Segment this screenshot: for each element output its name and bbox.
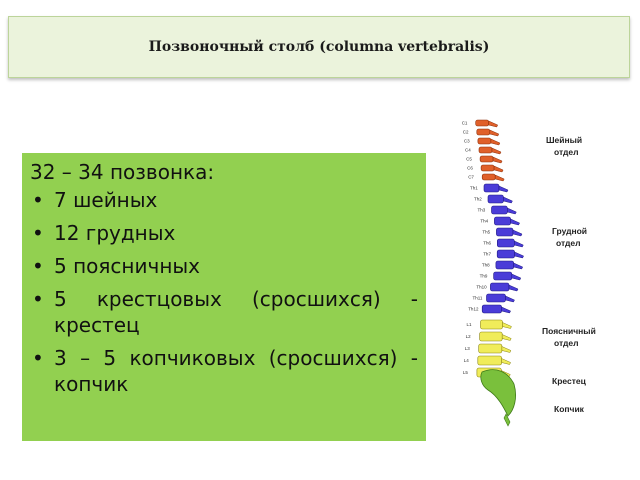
vertebra-body [487, 194, 504, 204]
vertebra-process [514, 240, 524, 248]
vertebra-body [491, 205, 508, 215]
vertebra-process [501, 334, 512, 341]
vertebra-number-label: L4 [464, 358, 470, 363]
vertebra-body [481, 304, 502, 314]
vertebrae-shapes [475, 119, 524, 378]
vertebra-number-label: Th4 [480, 219, 488, 224]
vertebra-body [476, 128, 491, 136]
vertebra-number-label: C1 [462, 121, 468, 126]
vertebra-body [479, 155, 494, 163]
vertebra-body [496, 227, 514, 237]
vertebra-process [514, 251, 524, 259]
vertebra-number-label: L1 [467, 322, 473, 327]
vertebra-process [505, 295, 515, 303]
list-item: 5 поясничных [30, 253, 418, 279]
vertebra-process [501, 358, 511, 365]
vertebra-body [483, 183, 500, 193]
vertebra-numbers: C1C2C3C4C5C6C7Th1Th2Th3Th4Th5Th6Th7Th8Th… [462, 121, 492, 376]
vertebra-body [478, 343, 503, 354]
vertebra-number-label: L5 [463, 370, 469, 375]
vertebra-number-label: Th6 [483, 241, 491, 246]
vertebra-process [490, 138, 501, 146]
label-cervical-2: отдел [554, 147, 579, 157]
label-cervical-1: Шейный [546, 135, 582, 145]
label-thoracic-1: Грудной [552, 226, 587, 236]
vertebra-number-label: Th2 [474, 197, 482, 202]
vertebra-number-label: Th10 [476, 285, 487, 290]
vertebra-body [477, 137, 492, 145]
vertebra-number-label: C4 [465, 148, 471, 153]
vertebra-number-label: Th7 [483, 252, 491, 257]
vertebra-number-label: Th3 [478, 208, 486, 213]
vertebra-process [493, 165, 504, 173]
vertebra-body [495, 260, 515, 270]
vertebra-number-label: C2 [463, 130, 469, 135]
vertebra-number-label: Th1 [470, 186, 478, 191]
vertebra-process [513, 262, 524, 270]
lead-text: 32 – 34 позвонка: [30, 160, 215, 184]
vertebra-process [502, 322, 512, 329]
vertebra-body [493, 271, 513, 281]
vertebra-body [496, 249, 515, 259]
vertebra-process [492, 156, 503, 164]
vertebra-process [491, 147, 502, 155]
vertebra-number-label: C6 [467, 166, 473, 171]
vertebra-body [480, 164, 495, 172]
vertebra-body [481, 173, 496, 181]
vertebra-number-label: L2 [466, 334, 472, 339]
vertebra-process [507, 207, 517, 215]
vertebra-process [489, 129, 500, 137]
vertebra-body [478, 146, 493, 154]
title-box: Позвоночный столб (columna vertebralis) [8, 16, 630, 78]
list-item: 3 – 5 копчиковых (сросшихся) - копчик [30, 345, 418, 397]
sacrum-shape [480, 369, 516, 417]
spine-svg: C1C2C3C4C5C6C7Th1Th2Th3Th4Th5Th6Th7Th8Th… [462, 119, 596, 427]
vertebra-process [511, 273, 522, 281]
label-lumbar-2: отдел [554, 338, 579, 348]
vertebra-process [508, 284, 519, 292]
vertebra-number-label: Th11 [473, 296, 483, 301]
coccyx-shape [503, 413, 511, 427]
vertebra-number-label: Th9 [480, 274, 488, 279]
vertebra-process [488, 120, 499, 128]
vertebra-process [503, 196, 513, 204]
vertebra-body [486, 293, 506, 303]
vertebra-process [501, 306, 511, 314]
vertebra-body [480, 319, 503, 330]
vertebra-number-label: C7 [468, 175, 474, 180]
list-item: 5 крестцовых (сросшихся) - крестец [30, 286, 418, 338]
list-item: 7 шейных [30, 187, 418, 213]
vertebra-number-label: Th8 [482, 263, 490, 268]
vertebra-body [490, 282, 510, 292]
page-title: Позвоночный столб (columna vertebralis) [148, 39, 490, 55]
list-item: 12 грудных [30, 220, 418, 246]
vertebra-process [494, 174, 505, 182]
vertebra-body [496, 238, 515, 248]
vertebra-process [510, 218, 520, 226]
content-box: 32 – 34 позвонка: 7 шейных 12 грудных 5 … [22, 153, 426, 441]
vertebrae-list: 7 шейных 12 грудных 5 поясничных 5 крест… [30, 187, 418, 397]
vertebra-body [475, 119, 490, 127]
vertebra-number-label: Th12 [468, 307, 479, 312]
vertebra-process [512, 229, 523, 237]
vertebra-process [501, 346, 512, 353]
vertebra-number-label: C5 [466, 157, 472, 162]
vertebra-process [498, 185, 509, 193]
label-thoracic-2: отдел [556, 238, 581, 248]
vertebra-number-label: C3 [464, 139, 470, 144]
vertebra-number-label: L3 [465, 346, 471, 351]
vertebra-number-label: Th5 [482, 230, 490, 235]
label-coccyx: Копчик [554, 404, 585, 414]
vertebra-body [479, 331, 503, 342]
vertebra-body [477, 355, 502, 366]
label-lumbar-1: Поясничный [542, 326, 596, 336]
label-sacrum: Крестец [552, 376, 587, 386]
vertebra-body [494, 216, 511, 226]
